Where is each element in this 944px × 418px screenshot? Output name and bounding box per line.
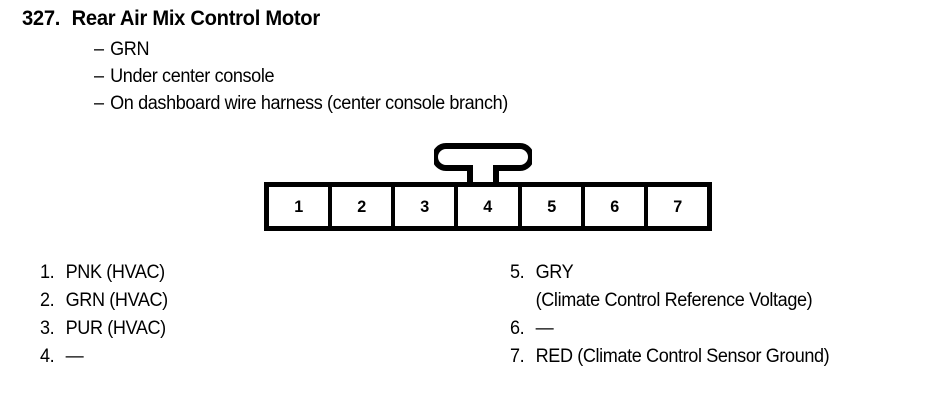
attribute-text: GRN bbox=[110, 39, 150, 60]
pin-description: PUR (HVAC) bbox=[65, 318, 167, 339]
attribute-item: – On dashboard wire harness (center cons… bbox=[94, 90, 881, 117]
connector-pin[interactable]: 1 bbox=[269, 187, 333, 226]
pin-index: 7. bbox=[510, 346, 525, 367]
dash-icon: – bbox=[94, 39, 104, 60]
pin-assignment-row: 3. PUR (HVAC) bbox=[40, 315, 458, 343]
pin-description: GRN (HVAC) bbox=[65, 290, 169, 311]
attribute-list: – GRN – Under center console – On dashbo… bbox=[22, 36, 922, 117]
connector-pin[interactable]: 2 bbox=[332, 187, 396, 226]
connector-latch-tab-icon bbox=[434, 143, 532, 183]
pin-number: 3 bbox=[420, 197, 430, 216]
entry-header: 327. Rear Air Mix Control Motor – GRN – … bbox=[22, 6, 922, 117]
pin-assignment-row: 2. GRN (HVAC) bbox=[40, 287, 458, 315]
pin-description: — bbox=[535, 318, 554, 339]
pin-index: 3. bbox=[40, 318, 55, 339]
attribute-text: On dashboard wire harness (center consol… bbox=[110, 93, 508, 114]
connector-pin[interactable]: 3 bbox=[395, 187, 459, 226]
attribute-text: Under center console bbox=[110, 66, 275, 87]
pin-index: 4. bbox=[40, 346, 55, 367]
entry-title: Rear Air Mix Control Motor bbox=[71, 7, 321, 30]
pin-list-left-column: 1. PNK (HVAC) 2. GRN (HVAC) 3. PUR (HVAC… bbox=[40, 259, 480, 371]
pin-number: 5 bbox=[546, 197, 556, 216]
pin-index: 5. bbox=[510, 262, 525, 283]
pin-list-right-column: 5. GRY (Climate Control Reference Voltag… bbox=[510, 259, 940, 371]
dash-icon: – bbox=[94, 93, 104, 114]
connector-diagram: 1 2 3 4 5 6 7 bbox=[264, 143, 714, 233]
connector-pin[interactable]: 7 bbox=[647, 187, 707, 226]
pin-description: — bbox=[65, 346, 84, 367]
attribute-item: – GRN bbox=[94, 36, 881, 63]
pin-assignment-row: 7. RED (Climate Control Sensor Ground) bbox=[510, 343, 919, 371]
dash-icon: – bbox=[94, 66, 104, 87]
connector-pin[interactable]: 5 bbox=[521, 187, 585, 226]
connector-pin[interactable]: 6 bbox=[584, 187, 648, 226]
entry-number: 327. bbox=[22, 7, 61, 30]
pin-assignment-row: 6. — bbox=[510, 315, 919, 343]
pin-number: 4 bbox=[483, 197, 493, 216]
pin-description-continuation: (Climate Control Reference Voltage) bbox=[535, 290, 813, 311]
attribute-item: – Under center console bbox=[94, 63, 881, 90]
pin-description: GRY bbox=[535, 262, 574, 283]
pin-number: 7 bbox=[673, 197, 682, 216]
pin-index: 6. bbox=[510, 318, 525, 339]
pin-number: 1 bbox=[294, 197, 303, 216]
connector-pin[interactable]: 4 bbox=[458, 187, 522, 226]
connector-housing: 1 2 3 4 5 6 7 bbox=[264, 182, 712, 231]
pin-index: 2. bbox=[40, 290, 55, 311]
pin-assignment-row: 1. PNK (HVAC) bbox=[40, 259, 458, 287]
pin-index: 1. bbox=[40, 262, 55, 283]
pin-description: RED (Climate Control Sensor Ground) bbox=[535, 346, 830, 367]
pin-number: 6 bbox=[609, 197, 619, 216]
pin-number: 2 bbox=[357, 197, 367, 216]
page-title: 327. Rear Air Mix Control Motor bbox=[22, 6, 886, 32]
pin-assignment-row: 5. GRY bbox=[510, 259, 919, 287]
pin-assignment-row: 4. — bbox=[40, 343, 458, 371]
pin-description: PNK (HVAC) bbox=[65, 262, 166, 283]
